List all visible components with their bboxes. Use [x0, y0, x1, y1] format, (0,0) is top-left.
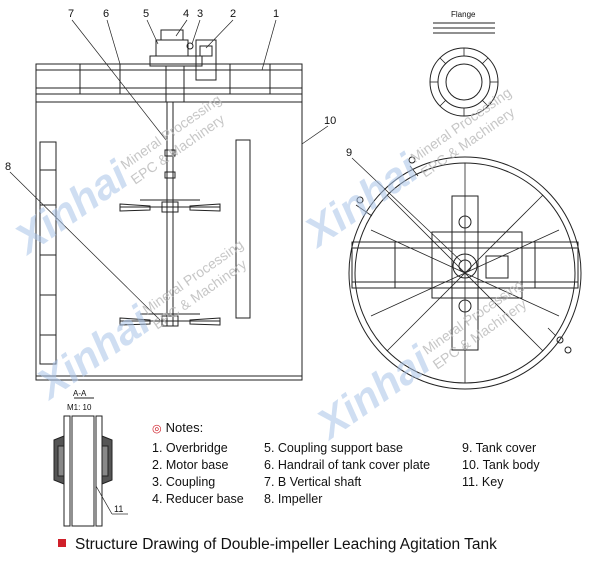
- note-item: 7. B Vertical shaft: [264, 475, 362, 489]
- callout-5: 5: [143, 8, 149, 20]
- notes-panel: ◎Notes: 1. Overbridge 2. Motor base 3. C…: [152, 420, 602, 520]
- red-square-icon: [58, 539, 66, 547]
- callout-8: 8: [5, 161, 11, 173]
- callout-3: 3: [197, 8, 203, 20]
- callout-10: 10: [324, 115, 336, 127]
- plan-overbridge: [351, 241, 579, 289]
- callout-1: 1: [273, 8, 279, 20]
- right-baffle: [235, 139, 251, 319]
- note-item: 2. Motor base: [152, 458, 229, 472]
- watermark-1: Xinhai Mineral Processing EPC & Machiner…: [5, 91, 228, 264]
- callout-9: 9: [346, 147, 352, 159]
- notes-column-3: 9. Tank cover 10. Tank body 11. Key: [462, 440, 540, 491]
- plan-view: [348, 156, 582, 390]
- callout-4: 4: [183, 8, 189, 20]
- side-view: [9, 19, 329, 381]
- lower-impeller: [119, 313, 221, 327]
- note-item: 5. Coupling support base: [264, 441, 403, 455]
- target-bullet-icon: ◎: [152, 423, 162, 435]
- note-item: 9. Tank cover: [462, 441, 537, 455]
- watermark-brand: Xinhai: [5, 151, 138, 264]
- overbridge: [35, 63, 303, 95]
- left-baffle: [39, 141, 57, 365]
- callout-11: 11: [114, 504, 123, 514]
- upper-impeller: [119, 199, 221, 213]
- flange-label: Flange: [451, 10, 476, 19]
- notes-heading-text: Notes:: [165, 420, 204, 435]
- watermark-3: Xinhai Mineral Processing EPC & Machiner…: [27, 236, 250, 409]
- notes-column-1: 1. Overbridge 2. Motor base 3. Coupling …: [152, 440, 244, 508]
- note-item: 8. Impeller: [264, 492, 323, 506]
- section-detail: [53, 397, 128, 527]
- section-scale: M1: 10: [67, 403, 92, 412]
- note-item: 3. Coupling: [152, 475, 216, 489]
- callout-7: 7: [68, 8, 74, 20]
- callout-2: 2: [230, 8, 236, 20]
- motor-base: [195, 39, 217, 81]
- note-item: 6. Handrail of tank cover plate: [264, 458, 431, 472]
- notes-column-2: 5. Coupling support base 6. Handrail of …: [264, 440, 430, 508]
- figure-caption: Structure Drawing of Double-impeller Lea…: [58, 536, 497, 554]
- note-item: 1. Overbridge: [152, 441, 228, 455]
- watermark-brand: Xinhai: [295, 144, 428, 257]
- note-item: 11. Key: [462, 475, 504, 489]
- note-item: 10. Tank body: [462, 458, 540, 472]
- callout-6: 6: [103, 8, 109, 20]
- watermark-brand: Xinhai: [27, 296, 160, 409]
- caption-text: Structure Drawing of Double-impeller Lea…: [75, 536, 497, 553]
- motor: [155, 39, 189, 57]
- callouts: 7 6 5 4 3 2 1 8 10 9 11 Flange A-A M1: 1…: [5, 8, 476, 514]
- flange-detail: [429, 22, 499, 117]
- section-label: A-A: [73, 389, 87, 398]
- note-item: 4. Reducer base: [152, 492, 244, 506]
- notes-heading: ◎Notes:: [152, 420, 203, 435]
